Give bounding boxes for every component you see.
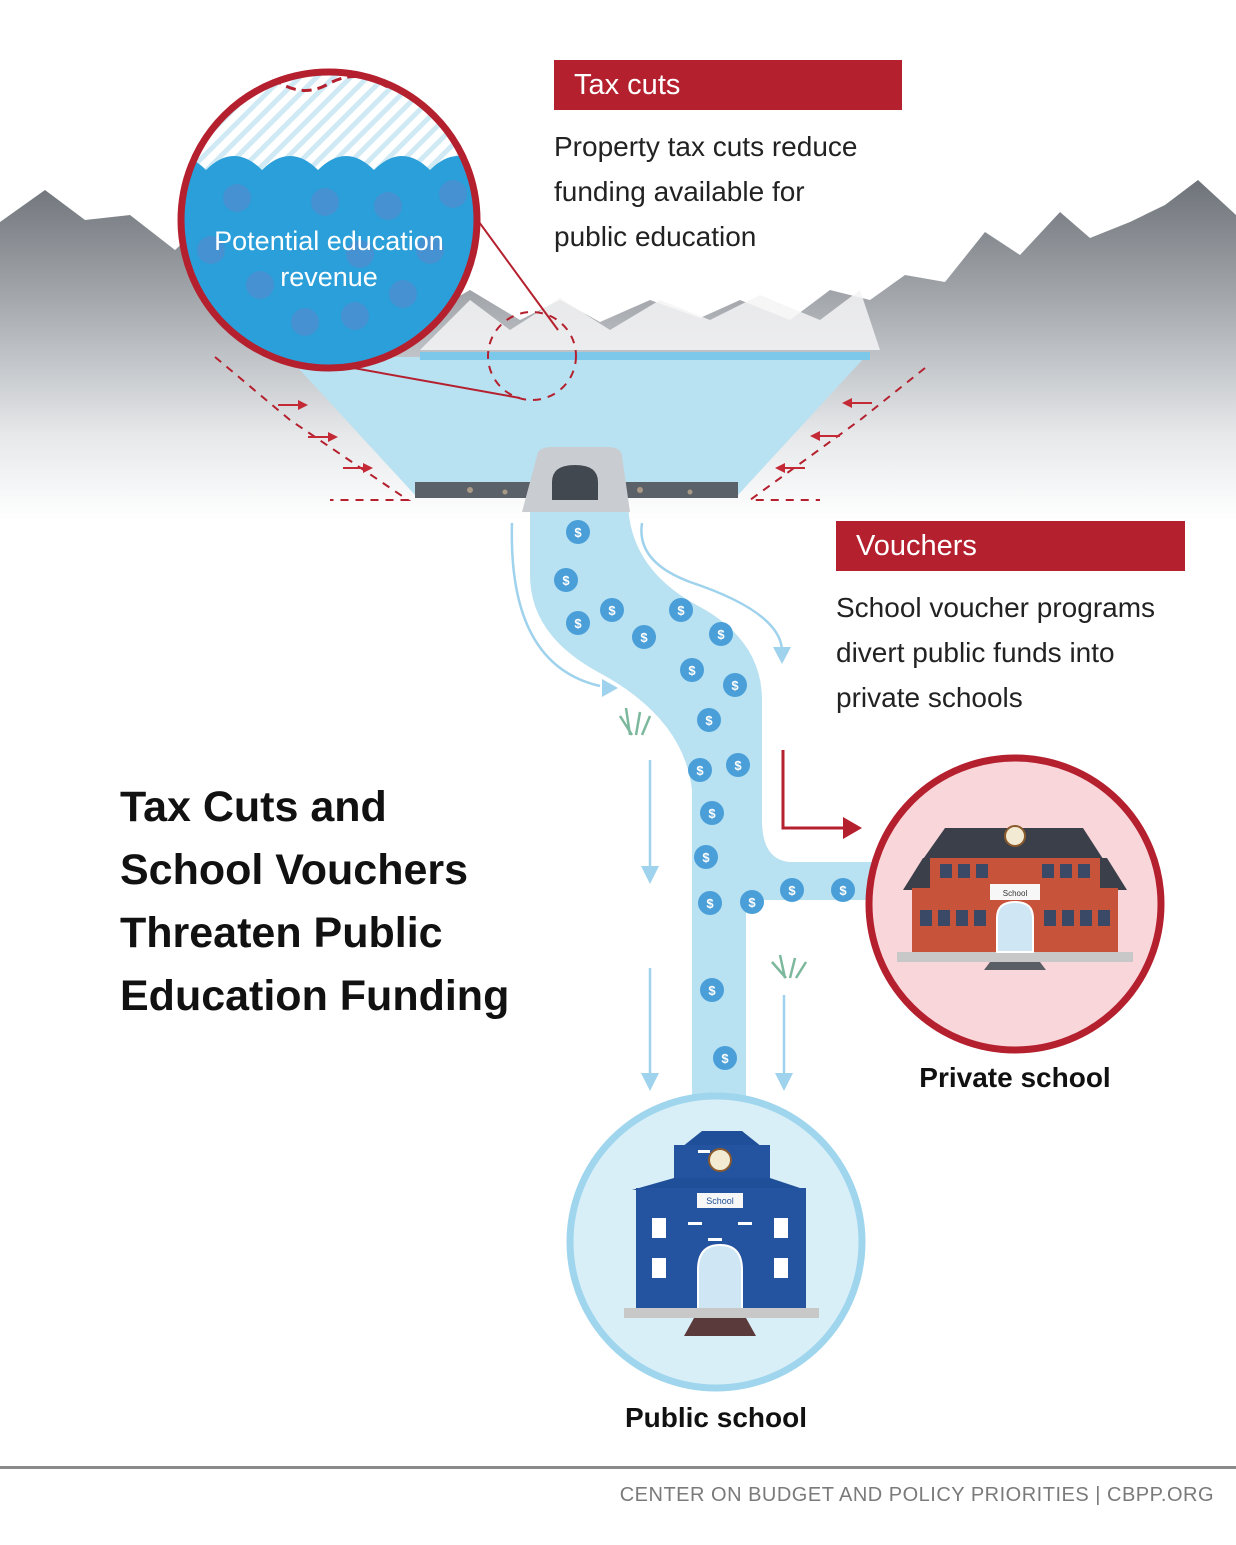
coin-symbol: $	[705, 713, 713, 728]
page-title: Tax Cuts and School Vouchers Threaten Pu…	[120, 783, 510, 1020]
coin-icon	[726, 753, 750, 777]
coin-icon	[713, 1046, 737, 1070]
stream-coins	[554, 520, 855, 1070]
coin-symbol: $	[574, 525, 582, 540]
plant-icon	[618, 707, 808, 979]
coin-icon	[554, 568, 578, 592]
coin-icon	[740, 890, 764, 914]
revenue-magnifier	[177, 68, 481, 372]
coin-symbol: $	[574, 616, 582, 631]
coin-icon	[566, 611, 590, 635]
coin-symbol: $	[608, 603, 616, 618]
coin-icon	[700, 801, 724, 825]
coin-icon	[723, 673, 747, 697]
coin-icon	[600, 598, 624, 622]
coin-icon	[566, 520, 590, 544]
drain-outlet	[522, 447, 630, 512]
public-school-circle	[566, 1092, 866, 1392]
inward-arrows	[278, 398, 872, 473]
coin-symbol: $	[688, 663, 696, 678]
coin-icon	[688, 758, 712, 782]
coin-symbol: $	[734, 758, 742, 773]
tax-cuts-tag: Tax cuts	[554, 60, 902, 110]
coin-symbol: $	[839, 883, 847, 898]
coin-icon	[831, 878, 855, 902]
coin-icon	[698, 891, 722, 915]
potential-revenue-label: Potential education revenue	[214, 226, 444, 292]
coin-symbol: $	[708, 806, 716, 821]
coin-symbol: $	[706, 896, 714, 911]
flow-arrowheads	[602, 647, 793, 1091]
private-school-label: Private school	[919, 1062, 1111, 1093]
coin-symbol: $	[721, 1051, 729, 1066]
coin-symbol: $	[562, 573, 570, 588]
coin-icon	[694, 845, 718, 869]
coin-symbol: $	[717, 627, 725, 642]
coin-symbol: $	[788, 883, 796, 898]
coin-symbol: $	[748, 895, 756, 910]
coin-icon	[780, 878, 804, 902]
red-brick-school-icon	[897, 825, 1133, 970]
coin-icon	[632, 625, 656, 649]
coin-icon	[669, 598, 693, 622]
footer-divider	[0, 1466, 1236, 1469]
coin-symbol: $	[731, 678, 739, 693]
coin-symbol: $	[640, 630, 648, 645]
blue-school-icon	[624, 1131, 819, 1336]
coin-symbol: $	[708, 983, 716, 998]
coin-icon	[709, 622, 733, 646]
coin-icon	[700, 978, 724, 1002]
vouchers-tag: Vouchers	[836, 521, 1185, 571]
coin-icon	[680, 658, 704, 682]
coin-symbol: $	[702, 850, 710, 865]
stream-coin-symbols: $ $ $ $ $ $ $ $ $ $ $ $ $ $ $ $ $ $ $ $	[562, 525, 847, 1066]
reservoir	[214, 352, 926, 501]
public-school-label: Public school	[624, 1402, 808, 1433]
flow-arrows	[510, 522, 786, 1075]
vouchers-description: School voucher programs divert public fu…	[836, 592, 1156, 713]
footer-credit: CENTER ON BUDGET AND POLICY PRIORITIES |…	[619, 1484, 1214, 1506]
voucher-arrow	[781, 750, 862, 839]
private-school-sign: School	[1003, 889, 1028, 898]
coin-icon	[697, 708, 721, 732]
tax-cuts-description: Property tax cuts reduce funding availab…	[554, 131, 858, 252]
public-school-sign: School	[706, 1196, 734, 1206]
coin-symbol: $	[677, 603, 685, 618]
coin-symbol: $	[696, 763, 704, 778]
private-school-circle	[865, 754, 1165, 1054]
